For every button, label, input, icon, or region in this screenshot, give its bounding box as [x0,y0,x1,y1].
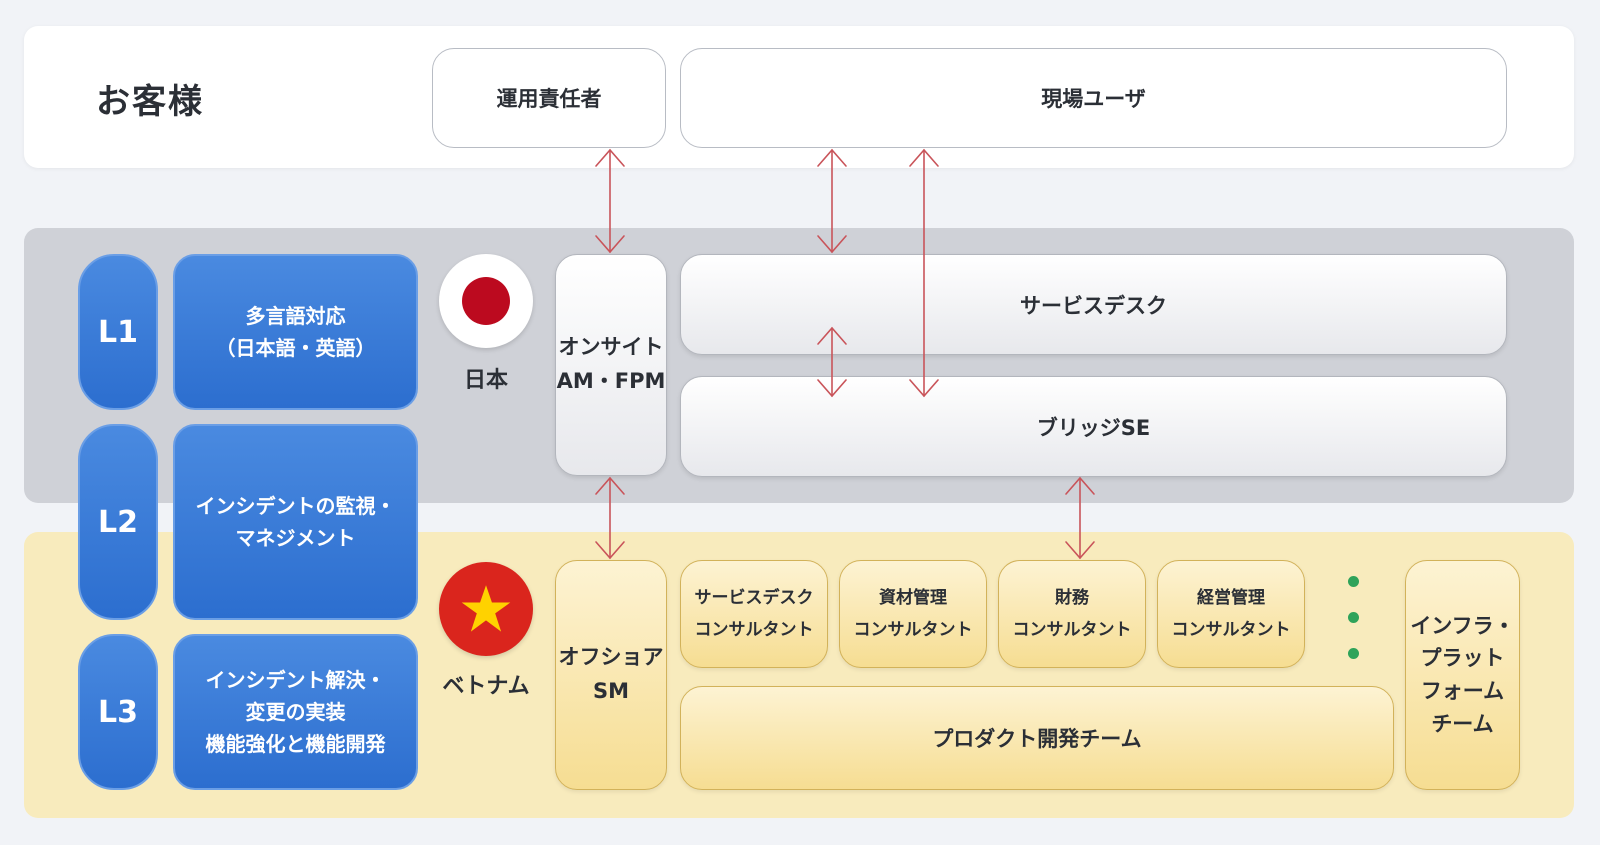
arrow-service-desk-to-bridge-se [817,326,847,398]
japan-flag-icon [439,254,533,348]
level-l2-desc: インシデントの監視・ マネジメント [173,424,418,620]
vietnam-label: ベトナム [442,674,530,699]
offshore-box: オフショア SM [555,560,667,790]
consultant-box-finance: 財務 コンサルタント [998,560,1146,668]
japan-label: 日本 [463,368,508,393]
consultant-box-service-desk: サービスデスク コンサルタント [680,560,828,668]
infra-platform-team-box: インフラ・ プラット フォーム チーム [1405,560,1520,790]
arrow-bridge-se-to-finance-consultant [1065,476,1095,560]
service-desk-box: サービスデスク [680,254,1507,355]
arrow-ops-manager-to-onsite [595,148,625,254]
arrow-field-users-to-bridge-se [909,148,939,398]
level-l3-pill: L3 [78,634,158,790]
consultant-box-materials: 資材管理 コンサルタント [839,560,987,668]
ops-manager-box: 運用責任者 [432,48,666,148]
level-l3-desc: インシデント解決・ 変更の実装 機能強化と機能開発 [173,634,418,790]
customer-label: お客様 [96,82,204,122]
vertical-dots-icon [1348,576,1360,659]
arrow-onsite-to-offshore [595,476,625,560]
product-dev-team-box: プロダクト開発チーム [680,686,1394,790]
field-users-box: 現場ユーザ [680,48,1507,148]
level-l1-pill: L1 [78,254,158,410]
vietnam-flag-icon [439,562,533,656]
onsite-box: オンサイト AM・FPM [555,254,667,476]
level-l1-desc: 多言語対応 （日本語・英語） [173,254,418,410]
consultant-box-management: 経営管理 コンサルタント [1157,560,1305,668]
level-l2-pill: L2 [78,424,158,620]
bridge-se-box: ブリッジSE [680,376,1507,477]
arrow-field-users-to-service-desk [817,148,847,254]
